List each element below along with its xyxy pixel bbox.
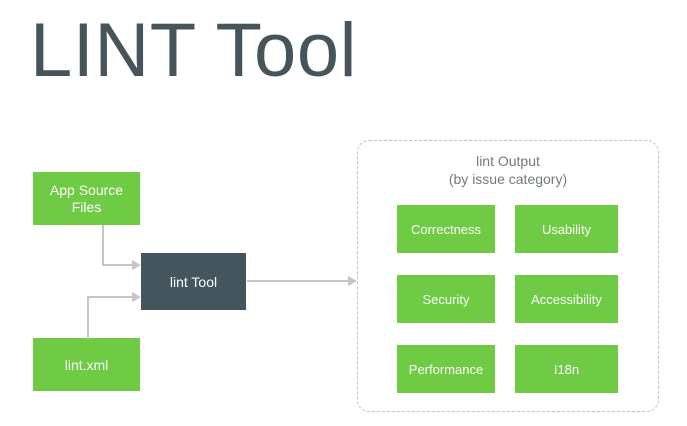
category-label: Performance (408, 361, 484, 377)
lint-output-panel (357, 140, 659, 412)
category-box-i18n: I18n (515, 345, 618, 393)
arrow-head-icon (348, 276, 357, 286)
arrow-head-icon (132, 260, 141, 270)
app-source-files-label: App Source Files (50, 182, 123, 216)
arrow-segment-vertical (102, 225, 104, 266)
page-title: LINT Tool (30, 8, 357, 93)
lint-output-heading-title: lint Output (476, 153, 540, 169)
arrow-segment-horizontal (102, 264, 133, 266)
arrow-segment-horizontal (247, 280, 350, 282)
lint-xml-box: lint.xml (33, 338, 140, 391)
arrow-head-icon (132, 292, 141, 302)
category-box-security: Security (397, 275, 495, 323)
category-label: Accessibility (531, 291, 602, 307)
category-label: I18n (553, 361, 580, 377)
app-source-files-box: App Source Files (33, 172, 140, 225)
lint-xml-label: lint.xml (64, 356, 109, 373)
category-box-performance: Performance (397, 345, 495, 393)
lint-output-heading-subtitle: (by issue category) (448, 171, 568, 187)
arrow-segment-horizontal (87, 296, 133, 298)
app-source-files-label-line1: App Source (49, 181, 124, 198)
category-label: Security (422, 291, 470, 307)
arrow-segment-vertical (87, 296, 89, 339)
app-source-files-label-line2: Files (71, 198, 102, 215)
lint-tool-box: lint Tool (141, 253, 246, 310)
category-box-correctness: Correctness (397, 205, 495, 253)
category-box-usability: Usability (515, 205, 618, 253)
lint-output-heading: lint Output (by issue category) (357, 152, 659, 188)
category-label: Correctness (410, 221, 482, 237)
lint-tool-label: lint Tool (169, 273, 218, 290)
category-label: Usability (541, 221, 592, 237)
category-box-accessibility: Accessibility (515, 275, 618, 323)
